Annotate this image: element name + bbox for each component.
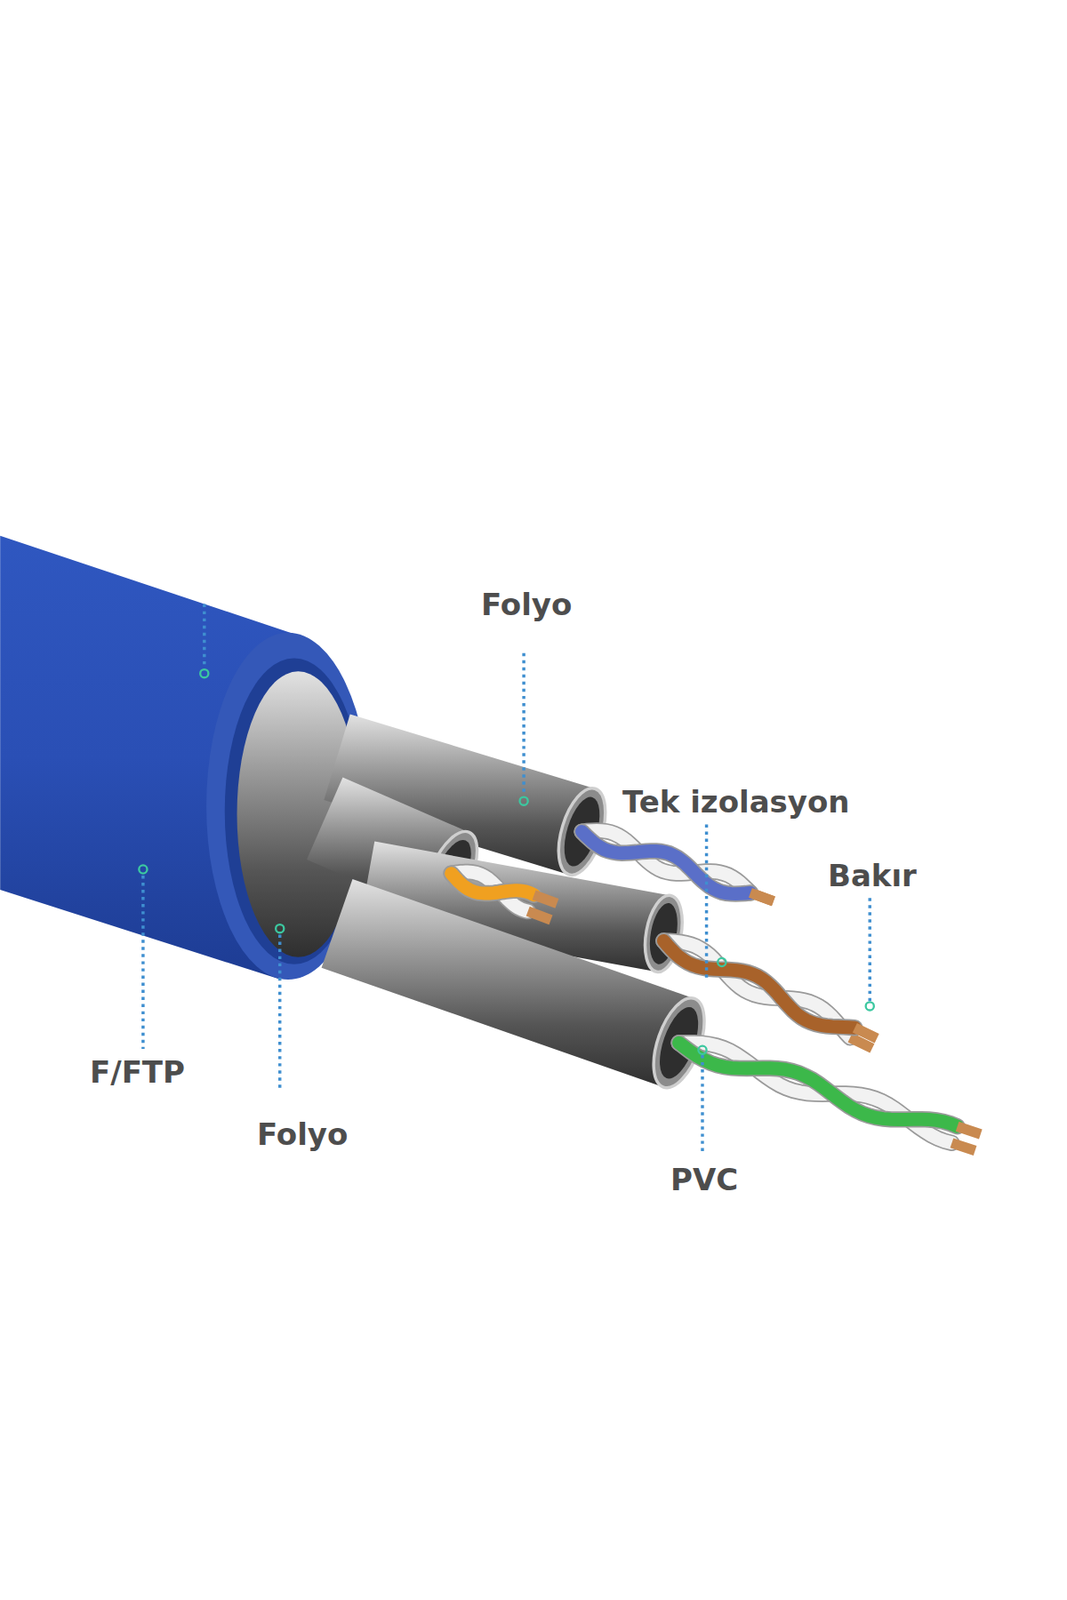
leader-dot [138, 865, 147, 874]
pair-tubes [306, 714, 715, 1094]
callout-label: Folyo [481, 586, 572, 624]
callout-label: F/FTP [89, 1054, 185, 1092]
leader-line [141, 875, 145, 1050]
leader-dot [520, 797, 529, 806]
leader-line [278, 935, 281, 1091]
insulated-strand [582, 832, 751, 895]
leader-line [202, 604, 206, 668]
callout-label: Bakır [827, 858, 917, 895]
insulated-strand [582, 830, 751, 893]
callout-label: Folyo [256, 1116, 348, 1154]
callout-label: PVC [670, 1162, 739, 1199]
strand-outline [663, 940, 855, 1028]
leader-line [705, 825, 708, 983]
copper-tip [951, 1143, 975, 1152]
leader-lines [143, 604, 870, 1156]
leader-line [868, 898, 872, 1002]
callout-label: Tek izolasyon [622, 784, 851, 821]
leader-dot [697, 1046, 706, 1055]
leader-line [521, 653, 525, 796]
copper-tip [750, 892, 774, 901]
copper-tip [534, 895, 558, 905]
copper-tip [957, 1126, 981, 1135]
strand-outline [679, 1042, 958, 1127]
strand-outline [582, 830, 751, 893]
leader-dots [138, 669, 875, 1055]
leader-dot [717, 958, 726, 967]
copper-tip [854, 1027, 877, 1039]
insulated-strand [663, 940, 855, 1028]
insulated-strand [679, 1042, 958, 1127]
leader-dot [200, 669, 209, 678]
leader-dot [275, 924, 284, 933]
leader-dot [866, 1002, 875, 1011]
strand-outline [582, 832, 751, 895]
leader-line [700, 1055, 704, 1156]
insulated-strand [451, 874, 535, 896]
strand-outline [451, 874, 535, 896]
copper-tip [528, 911, 552, 921]
twisted-pairs [451, 830, 981, 1151]
